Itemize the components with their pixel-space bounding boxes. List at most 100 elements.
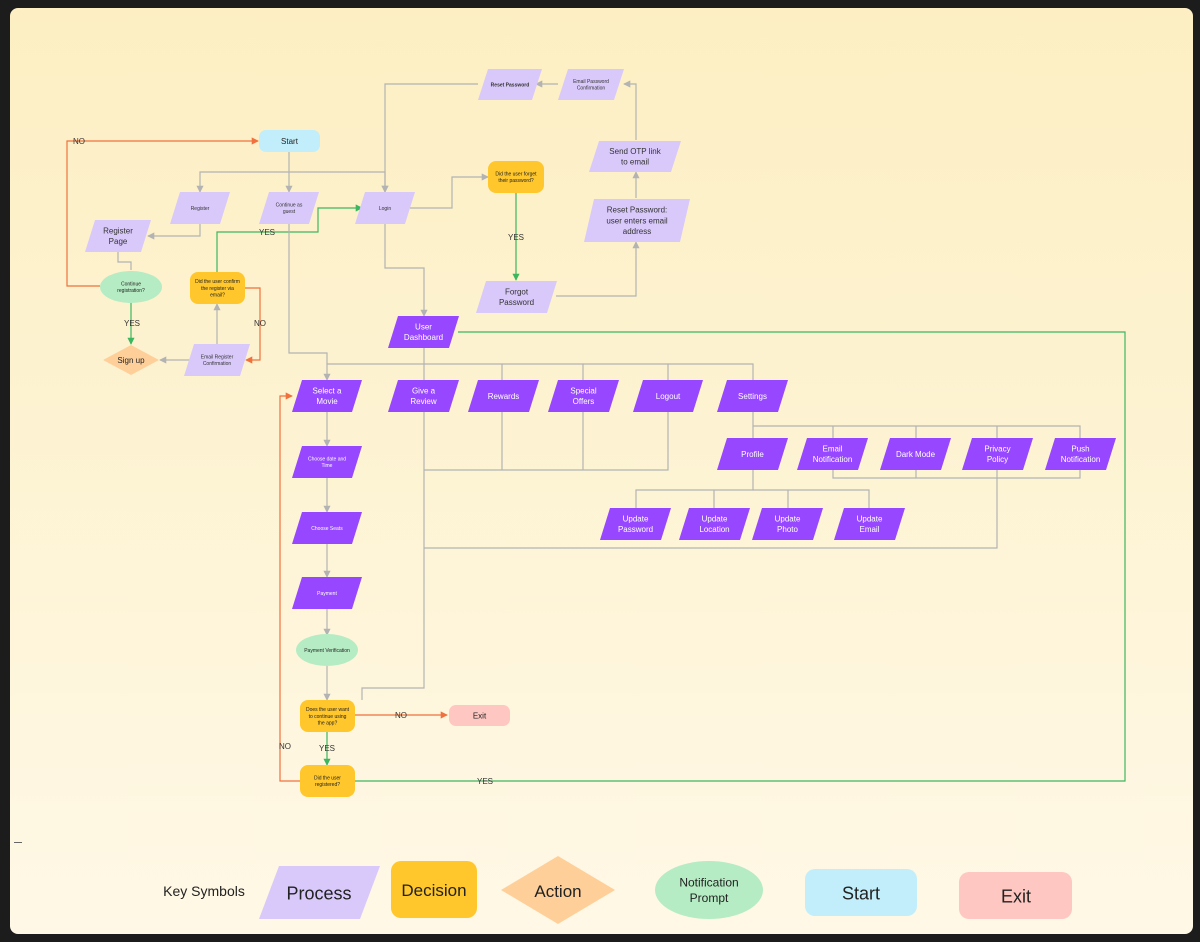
node-choose-seats[interactable]: Choose Seats [292, 512, 362, 544]
edge-label-yes-continue: YES [319, 744, 335, 753]
node-dark-mode[interactable]: Dark Mode [880, 438, 951, 470]
edge-profile-email [753, 489, 870, 508]
node-exit[interactable]: Exit [449, 705, 510, 726]
node-login[interactable]: Login [355, 192, 415, 224]
node-dark-mode-label: Dark Mode [896, 450, 936, 459]
edge-page-continue [117, 252, 132, 270]
node-start-label: Start [281, 137, 299, 146]
legend-start [805, 869, 917, 916]
edge-dash-rewards [424, 363, 503, 380]
node-login-label: Login [379, 206, 391, 212]
edge-otp-email [623, 80, 637, 140]
edge-dash-select [323, 348, 425, 381]
node-logout-label: Logout [656, 392, 681, 401]
legend-action [501, 856, 615, 924]
node-payment-verification[interactable]: Payment Verification [296, 634, 358, 666]
edge-profile-branch [635, 470, 754, 508]
edge-resetpw-login [381, 83, 478, 193]
node-profile[interactable]: Profile [717, 438, 788, 470]
edge-login-forgot [410, 173, 489, 209]
edge-registered-no [279, 392, 300, 782]
edge-start-register [196, 152, 290, 193]
legend-start-label: Start [842, 883, 880, 903]
edge-start-login [289, 171, 389, 193]
edge-guest-dashboard [288, 224, 328, 364]
edge-label-yes-registered: YES [477, 777, 493, 786]
legend-notification [655, 861, 763, 919]
legend-action-label: Action [534, 882, 581, 901]
node-start[interactable]: Start [259, 130, 320, 152]
edge-continue-no [66, 137, 259, 287]
node-payment-label: Payment [317, 591, 337, 597]
edge-label-no-exit: NO [395, 711, 407, 720]
node-choose-seats-label: Choose Seats [311, 526, 343, 532]
node-logout[interactable]: Logout [633, 380, 703, 412]
edge-register-page [147, 224, 201, 240]
edge-dash-logout [583, 363, 669, 380]
node-payment-verification-label: Payment Verification [304, 648, 350, 654]
node-rewards[interactable]: Rewards [468, 380, 539, 412]
node-reset-password[interactable]: Reset Password [478, 69, 542, 100]
legend-decision [391, 861, 477, 918]
node-register[interactable]: Register [170, 192, 230, 224]
legend-process-label: Process [286, 883, 351, 903]
node-sign-up[interactable]: Sign up [103, 345, 159, 375]
node-settings[interactable]: Settings [717, 380, 788, 412]
edge-logout-back [424, 412, 669, 471]
edge-label-yes-forgot: YES [508, 233, 524, 242]
node-rewards-label: Rewards [488, 392, 520, 401]
legend-title-label: Key Symbols [163, 883, 245, 899]
edge-dash-offers [502, 363, 584, 380]
node-reset-password-label: Reset Password [491, 82, 530, 88]
node-payment[interactable]: Payment [292, 577, 362, 609]
edge-forgot-reset [556, 241, 640, 297]
edge-review-back [361, 412, 425, 700]
edge-login-dashboard [384, 224, 428, 317]
legend-exit [959, 872, 1072, 919]
